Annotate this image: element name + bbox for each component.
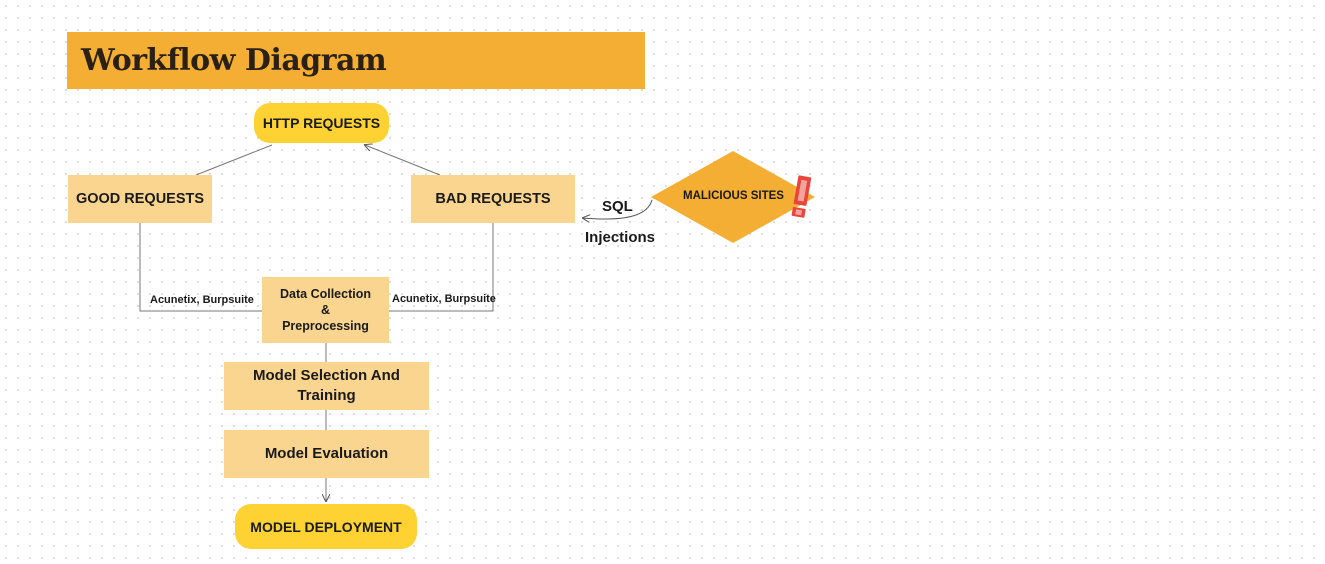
node-http-requests-label: HTTP REQUESTS [262, 115, 381, 131]
node-model-selection-line1: Model Selection And [253, 367, 400, 384]
node-data-collection-line3: Preprocessing [282, 319, 369, 333]
edge-bad-to-data [389, 223, 494, 312]
malicious-sites-label: MALICIOUS SITES [683, 190, 784, 202]
node-http-requests[interactable]: HTTP REQUESTS [254, 103, 389, 143]
edge-label-left-tools: Acunetix, Burpsuite [150, 294, 254, 306]
edge-bad-to-http [365, 145, 441, 176]
node-model-evaluation-label: Model Evaluation [264, 445, 389, 462]
edge-malicious-to-bad [583, 199, 653, 219]
edge-http-to-good [195, 144, 273, 176]
node-model-evaluation[interactable]: Model Evaluation [224, 430, 429, 478]
page-title: Workflow Diagram [81, 43, 387, 78]
node-model-deployment-label: MODEL DEPLOYMENT [250, 518, 402, 535]
sql-label-line2: Injections [585, 229, 656, 246]
exclamation-icon [791, 175, 812, 218]
node-data-collection[interactable]: Data Collection & Preprocessing [262, 277, 389, 343]
node-good-requests[interactable]: GOOD REQUESTS [68, 175, 212, 223]
sql-label-line1: SQL [602, 198, 633, 215]
node-bad-requests-label: BAD REQUESTS [435, 191, 551, 207]
node-good-requests-label: GOOD REQUESTS [75, 191, 205, 207]
edge-label-right-tools: Acunetix, Burpsuite [392, 293, 496, 305]
title-banner: Workflow Diagram [67, 32, 645, 89]
malicious-sites-diamond[interactable] [651, 151, 815, 243]
node-bad-requests[interactable]: BAD REQUESTS [411, 175, 575, 223]
node-model-selection-line2: Training [297, 387, 356, 404]
node-model-selection[interactable]: Model Selection And Training [224, 362, 429, 410]
edge-good-to-data [139, 223, 262, 312]
node-data-collection-line1: Data Collection [280, 287, 371, 301]
node-data-collection-line2: & [320, 303, 331, 317]
node-model-deployment[interactable]: MODEL DEPLOYMENT [235, 504, 417, 549]
